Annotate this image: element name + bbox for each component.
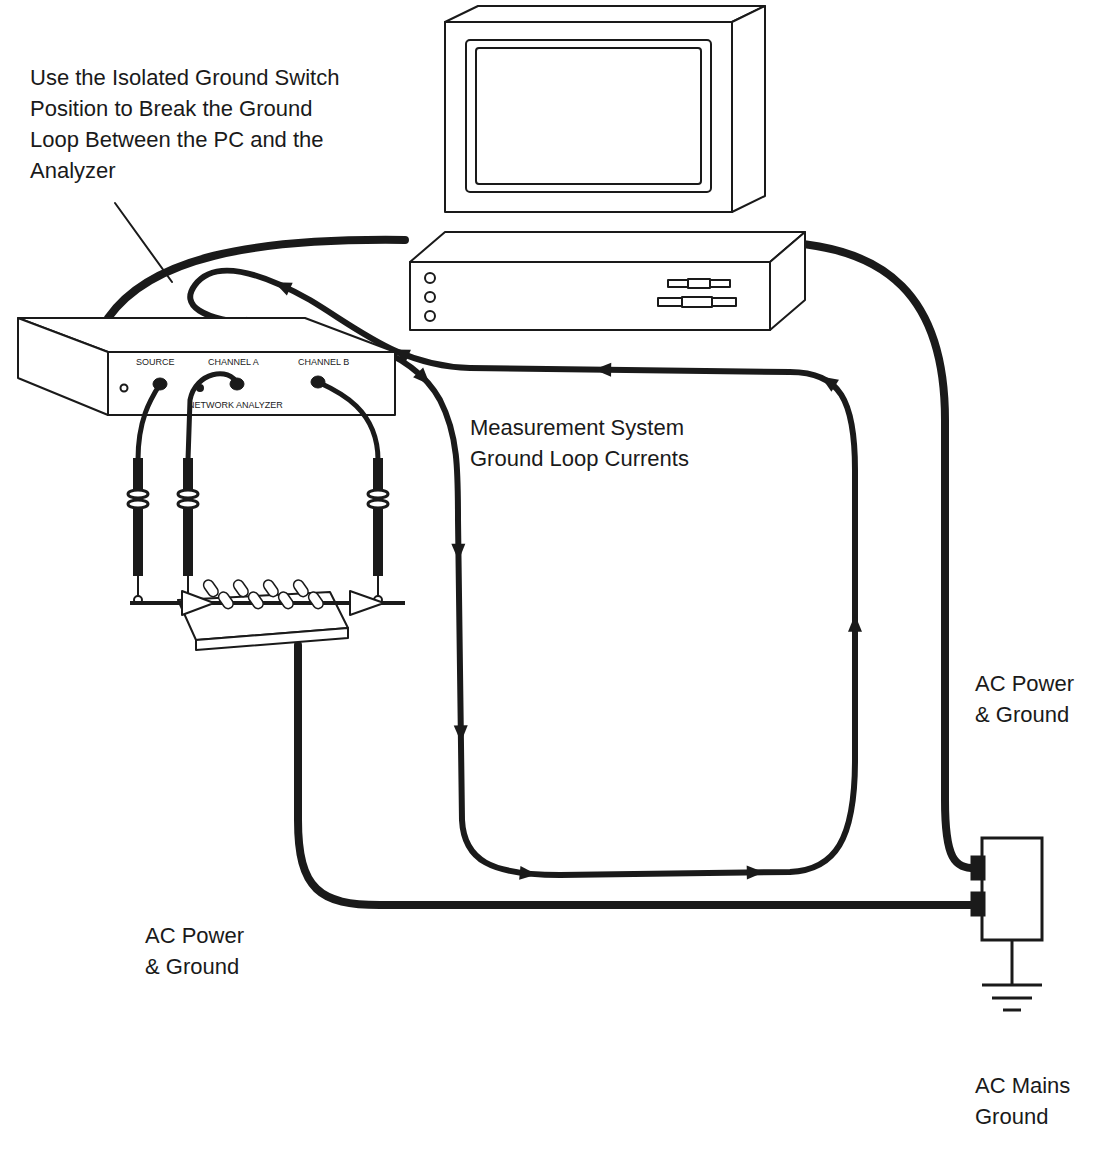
loop-arrowhead	[817, 371, 839, 392]
probe-ring	[128, 490, 148, 498]
panel-label: SOURCE	[136, 357, 175, 368]
component	[262, 578, 281, 598]
component	[232, 578, 251, 598]
probe-tip	[137, 576, 139, 598]
probes	[128, 458, 388, 604]
monitor-screen	[476, 48, 701, 184]
circuit-board	[130, 591, 405, 650]
loop-arrowhead	[594, 363, 611, 377]
power-label: AC Power & Ground	[975, 668, 1093, 730]
loop-arrowhead	[747, 865, 764, 879]
loop-label: Measurement System Ground Loop Currents	[470, 412, 715, 474]
probe-cables	[138, 374, 378, 460]
probe-ring	[368, 490, 388, 498]
ground-symbol	[1003, 1009, 1021, 1012]
ground-symbol	[982, 984, 1042, 987]
board-components	[202, 578, 326, 610]
pc-power-cable	[765, 242, 975, 868]
probe-body	[373, 458, 383, 576]
power-strip	[972, 838, 1042, 1010]
callout-note: Use the Isolated Ground Switch Position …	[30, 62, 345, 186]
monitor-bezel	[466, 40, 711, 192]
component	[292, 578, 311, 598]
drive-slot	[688, 279, 710, 288]
ground-label: AC Mains Ground	[975, 1070, 1093, 1132]
component	[247, 590, 266, 610]
outlet-box	[982, 838, 1042, 940]
bnc-jack	[230, 378, 244, 390]
probe-tip	[377, 576, 379, 598]
loop-arrows	[245, 276, 862, 882]
drive-slot	[682, 297, 712, 307]
cpu-top	[410, 232, 805, 262]
probe-cable	[318, 382, 378, 460]
cpu-button	[425, 273, 435, 283]
probe-ring	[128, 500, 148, 508]
cpu-front	[410, 262, 770, 330]
monitor-side	[732, 6, 765, 212]
leader-line	[115, 203, 172, 282]
analyzer-side	[18, 318, 108, 415]
bnc-jack	[153, 378, 167, 390]
monitor-top	[445, 6, 765, 22]
monitor-front	[445, 22, 732, 212]
power-label: AC Power & Ground	[145, 920, 263, 982]
loop-arrowhead	[519, 866, 537, 882]
plug	[972, 893, 984, 915]
probe-ring	[178, 500, 198, 508]
cpu-button	[425, 292, 435, 302]
amplifier-symbol	[350, 591, 384, 615]
ground-wire	[1011, 940, 1014, 985]
probe-ring	[368, 500, 388, 508]
panel-label: CHANNEL B	[298, 357, 349, 368]
component	[307, 590, 326, 610]
pc-analyzer-cable	[108, 240, 405, 318]
plug	[972, 857, 984, 879]
jacks	[153, 376, 325, 390]
drive-slot	[668, 280, 730, 287]
cables	[108, 203, 975, 905]
indicator-led	[121, 385, 128, 392]
probe-cable	[138, 384, 160, 460]
panel-label: CHANNEL A	[208, 357, 259, 368]
component	[202, 578, 221, 598]
network-analyzer	[18, 318, 395, 415]
loop-arrowhead	[454, 725, 468, 742]
probe-body	[183, 458, 193, 576]
panel-label: NETWORK ANALYZER	[188, 400, 283, 411]
component	[217, 590, 236, 610]
drive-slot	[658, 298, 736, 306]
ground-symbol	[992, 997, 1032, 1000]
analyzer-front	[108, 352, 395, 415]
loop-arrowhead	[413, 368, 435, 390]
bnc-jack	[311, 376, 325, 388]
component	[277, 590, 296, 610]
analyzer-panel: SOURCE CHANNEL A CHANNEL B NETWORK ANALYZER	[108, 352, 395, 415]
cpu-side	[770, 232, 805, 330]
loop-arrowhead	[271, 276, 292, 296]
probe-cable	[188, 374, 237, 460]
probe-body	[133, 458, 143, 576]
loop-arrowhead	[451, 544, 465, 561]
computer	[410, 6, 805, 330]
board-edge	[196, 628, 348, 650]
probe-ring	[178, 490, 198, 498]
cpu-button	[425, 311, 435, 321]
loop-arrowhead	[848, 615, 862, 632]
board-power-cable	[298, 645, 975, 905]
